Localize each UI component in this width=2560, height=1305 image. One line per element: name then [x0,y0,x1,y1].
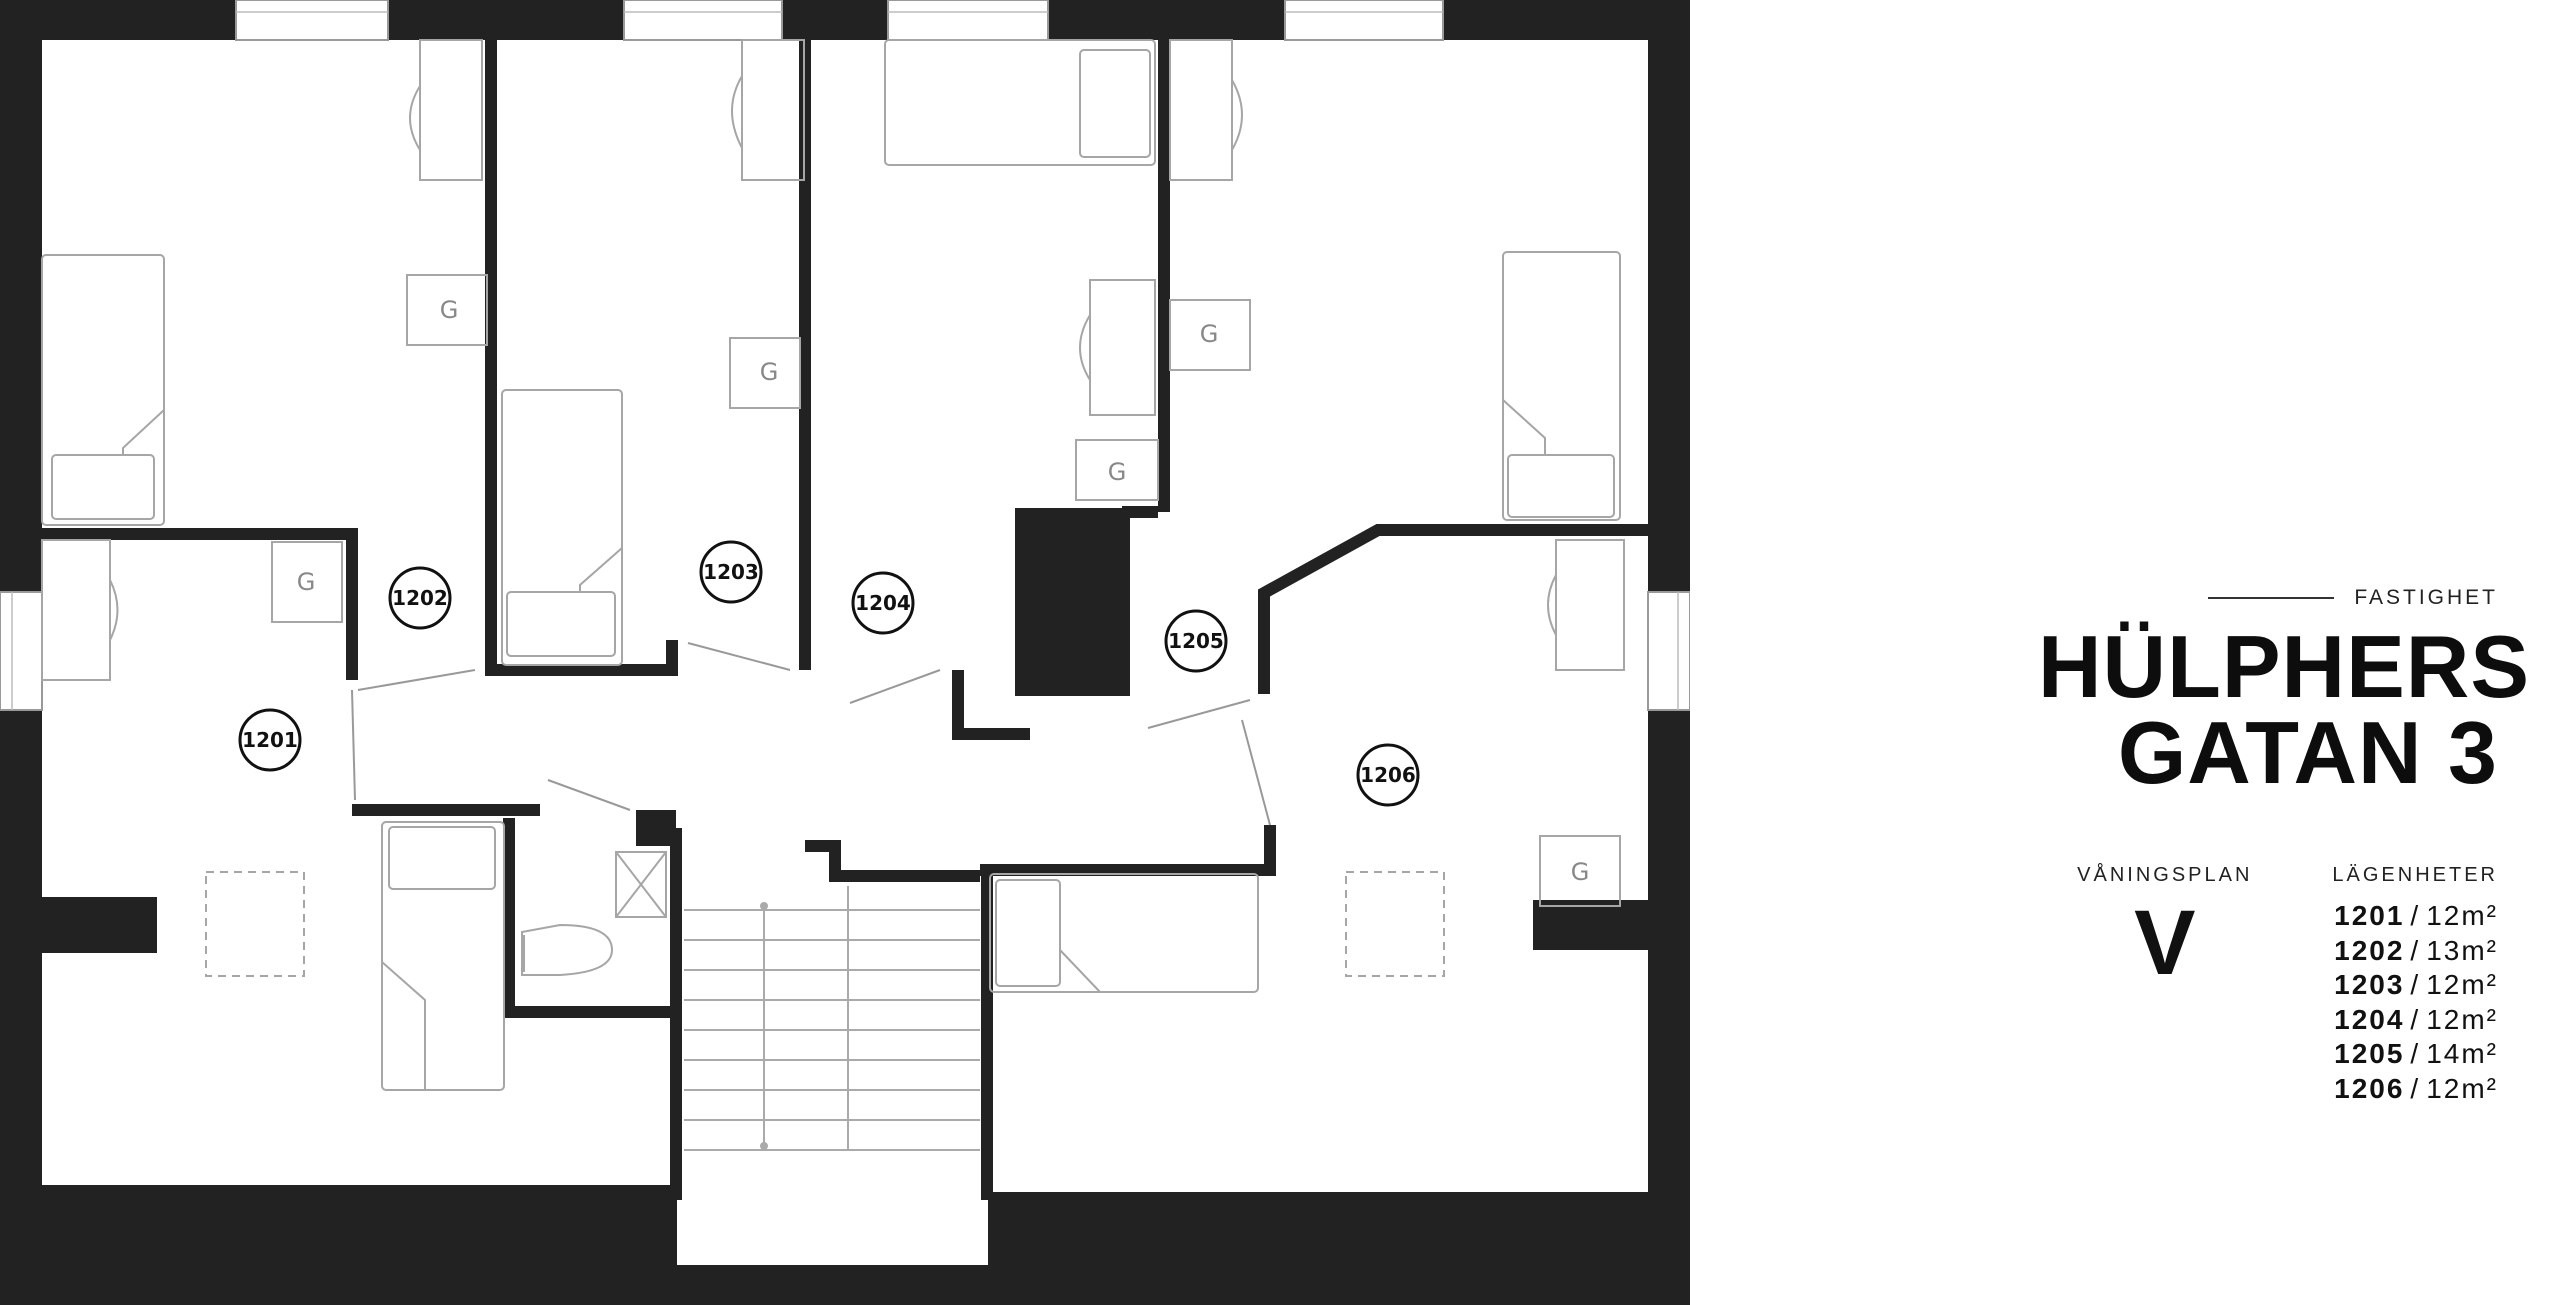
apartment-row: 1201/12m² [2332,899,2498,934]
window-glass-lines [11,11,1679,710]
wardrobe-label: G [1200,320,1219,348]
interior-walls [36,36,1654,1200]
apartment-separator: / [2410,1038,2421,1069]
wardrobe-label: G [1108,458,1127,486]
room-badge-1202 [388,566,452,630]
info-row: VÅNINGSPLAN V LÄGENHETER 1201/12m² 1202/… [1978,864,2498,1106]
apartment-area: 12m² [2426,900,2498,931]
kicker-rule [2208,597,2335,599]
kicker-row: FASTIGHET [1978,586,2498,610]
apartment-area: 12m² [2426,1072,2498,1104]
furniture [41,39,1625,1091]
apartment-number: 1203 [2334,969,2405,1000]
apartment-row: 1202/13m² [2332,934,2498,969]
wardrobe-label: G [760,358,779,386]
apartment-separator: / [2410,900,2421,931]
room-badge-1206 [1356,743,1420,807]
wardrobe-label: G [297,568,316,596]
apartment-row: 1203/12m² [2332,968,2498,1003]
apartment-area: 12m² [2426,1003,2498,1035]
building-title: HÜLPHERS GATAN 3 [1978,617,2531,802]
apartment-row: 1206/12m² [2332,1072,2498,1107]
apartment-list: LÄGENHETER 1201/12m² 1202/13m² 1203/12m²… [2332,864,2498,1106]
room-badge-1205 [1164,609,1228,673]
apartment-separator: / [2410,1003,2421,1035]
room-badge-1203 [699,540,763,604]
room-label-1201: 1201 [242,728,298,752]
room-label-1204: 1204 [855,591,911,615]
room-badge-1204 [851,571,915,635]
door-swings [351,642,1271,826]
floor-label: VÅNINGSPLAN [2077,864,2253,886]
room-label-1206: 1206 [1360,763,1416,787]
apartments-label: LÄGENHETER [2332,864,2498,886]
apartment-separator: / [2410,1072,2421,1104]
room-label-1205: 1205 [1168,629,1224,653]
apartment-area: 12m² [2426,969,2498,1000]
apartment-number: 1201 [2334,900,2405,931]
shaft [636,810,676,846]
room-badge-1201 [238,708,302,772]
kicker: FASTIGHET [2354,586,2498,609]
bed-fold-marks [122,399,1546,1090]
wardrobe-labels: G G G G G G [297,296,1590,886]
staircase [684,886,980,1151]
floor-plan: G G G G G G 1201 1202 1203 1204 1205 120… [0,0,1690,1305]
skylights [205,871,1445,977]
apartment-separator: / [2410,934,2421,966]
floor-block: VÅNINGSPLAN V [2077,864,2252,1106]
room-label-1203: 1203 [703,560,759,584]
apartment-area: 14m² [2426,1038,2498,1069]
floor-value: V [2134,892,2196,994]
apartment-row: 1204/12m² [2332,1003,2498,1038]
building-title-text: HÜLPHERS GATAN 3 [2038,617,2531,802]
apartment-number: 1206 [2334,1072,2405,1104]
room-label-1202: 1202 [392,586,448,610]
wardrobe-label: G [1571,858,1590,886]
wardrobe-label: G [440,296,459,324]
apartment-separator: / [2410,969,2421,1000]
apartment-number: 1202 [2334,934,2405,966]
outer-walls [0,0,1690,1305]
apartment-row: 1205/14m² [2332,1037,2498,1072]
apartment-number: 1205 [2334,1038,2405,1069]
apartment-area: 13m² [2426,934,2498,966]
windows [0,0,1690,711]
apartment-number: 1204 [2334,1003,2405,1035]
legend-panel: FASTIGHET HÜLPHERS GATAN 3 VÅNINGSPLAN V… [1978,586,2531,1106]
